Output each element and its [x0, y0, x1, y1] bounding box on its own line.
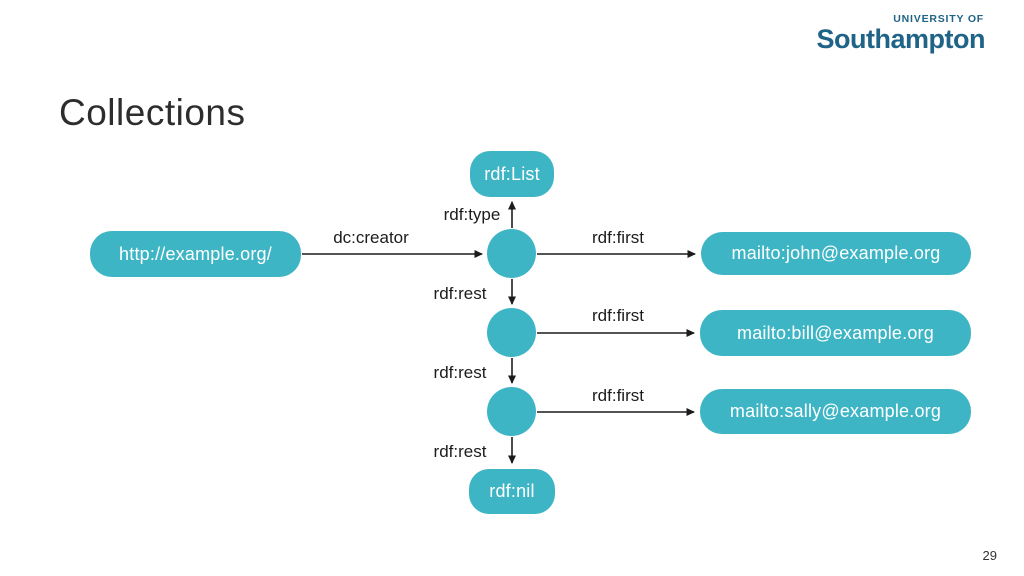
page-number: 29	[982, 548, 997, 563]
university-of-southampton-logo: UNIVERSITY OF Southampton	[816, 13, 986, 54]
node-example-org: http://example.org/	[90, 231, 301, 277]
node-blank-1	[487, 229, 536, 278]
node-mailto-john: mailto:john@example.org	[701, 232, 971, 275]
logo-university-of-text: UNIVERSITY OF	[893, 13, 984, 25]
node-mailto-bill: mailto:bill@example.org	[700, 310, 971, 356]
node-rdf-list: rdf:List	[470, 151, 554, 197]
node-blank-3	[487, 387, 536, 436]
edge-label-rdf-rest-1: rdf:rest	[433, 284, 487, 303]
edge-label-rdf-rest-2: rdf:rest	[433, 363, 487, 382]
node-blank-2	[487, 308, 536, 357]
edge-label-rdf-type: rdf:type	[443, 205, 501, 224]
edge-label-rdf-first-1: rdf:first	[592, 228, 644, 247]
edge-label-rdf-first-2: rdf:first	[592, 306, 644, 325]
node-rdf-nil: rdf:nil	[469, 469, 555, 514]
node-mailto-sally: mailto:sally@example.org	[700, 389, 971, 434]
edge-label-dc-creator: dc:creator	[333, 228, 409, 247]
logo-southampton-text: Southampton	[816, 23, 986, 54]
edge-label-rdf-first-3: rdf:first	[592, 386, 644, 405]
slide-title: Collections	[59, 92, 246, 133]
edge-label-rdf-rest-3: rdf:rest	[433, 442, 487, 461]
